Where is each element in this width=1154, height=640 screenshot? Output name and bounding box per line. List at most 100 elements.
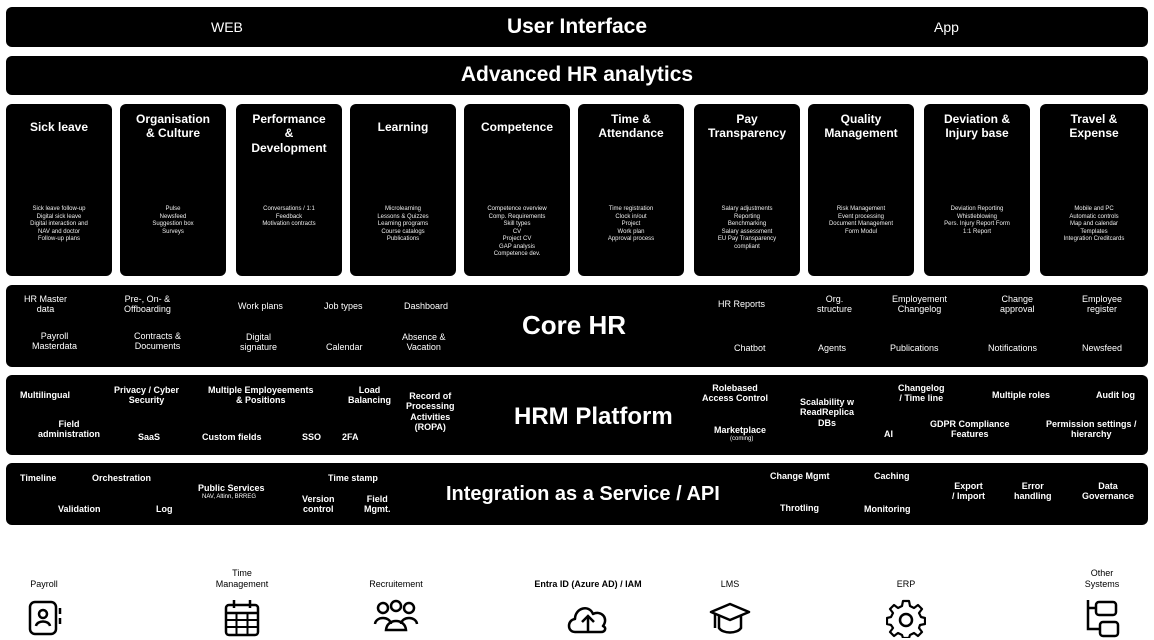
hrm-platform-bar: HRM Platform Multilingual Privacy / Cybe… [6, 375, 1148, 455]
integration-item: Throtling [780, 503, 819, 513]
module-desc: Salary adjustments Reporting Benchmarkin… [717, 206, 777, 250]
integration-item: Time stamp [328, 473, 378, 483]
platform-item: Scalability w ReadReplica DBs [800, 397, 855, 428]
system-label: Entra ID (Azure AD) / IAM [534, 579, 642, 590]
module-desc: Pulse Newsfeed Suggestion box Surveys [152, 206, 194, 235]
platform-item: GDPR Compliance Features [930, 419, 1010, 440]
module-desc: Deviation Reporting Whistleblowing Pers.… [944, 206, 1010, 235]
integration-item: Validation [58, 504, 101, 514]
core-item: Employee register [1082, 294, 1123, 315]
core-item: Pre-, On- & Offboarding [124, 294, 171, 315]
integration-item: Field Mgmt. [364, 494, 391, 515]
platform-item: Multilingual [20, 390, 70, 400]
module-title: Pay Transparency [707, 112, 787, 141]
module-desc: Conversations / 1:1 Feedback Motivation … [262, 206, 316, 227]
analytics-bar: Advanced HR analytics [6, 56, 1148, 95]
integration-item: Data Governance [1082, 481, 1135, 502]
core-hr-title: Core HR [522, 310, 627, 340]
analytics-title: Advanced HR analytics [460, 63, 694, 86]
platform-item-note: (coming) [730, 436, 754, 442]
integration-item-note: NAV, Altinn, BRREG [202, 494, 257, 500]
platform-item: Audit log [1096, 390, 1135, 400]
integration-title: Integration as a Service / API [446, 483, 720, 505]
module-title: Organisation & Culture [135, 112, 210, 141]
platform-item: Rolebased Access Control [702, 383, 769, 404]
integration-item: Export / Import [952, 481, 985, 502]
integration-bar: Integration as a Service / API Timeline … [6, 463, 1148, 525]
core-item: Chatbot [734, 343, 766, 353]
core-item: Agents [818, 343, 847, 353]
module-title: Deviation & Injury base [943, 112, 1010, 141]
cloud-upload-icon [567, 607, 607, 634]
core-hr-bar: Core HR HR Master data Pre-, On- & Offbo… [6, 285, 1148, 367]
platform-item: AI [884, 429, 893, 439]
core-item: Change approval [1000, 294, 1035, 315]
core-item: Employement Changelog [892, 294, 948, 315]
module-title: Time & Attendance [598, 112, 664, 141]
integration-item: Log [156, 504, 173, 514]
core-item: Payroll Masterdata [32, 331, 78, 352]
system-payroll: Payroll [0, 564, 104, 638]
system-erp: ERP [846, 564, 966, 638]
hrm-platform-title: HRM Platform [514, 403, 673, 430]
gear-icon [886, 599, 926, 638]
platform-item: Multiple Employeements & Positions [208, 385, 314, 406]
integration-item: Error handling [1014, 481, 1052, 502]
calendar-icon [224, 600, 260, 637]
module-title: Quality Management [824, 112, 898, 141]
core-item: HR Reports [718, 299, 766, 309]
core-item: Publications [890, 343, 939, 353]
system-label: Payroll [30, 579, 58, 590]
core-item: Digital signature [240, 332, 278, 353]
core-item: Dashboard [404, 301, 449, 311]
platform-item: Changelog / Time line [898, 383, 945, 404]
module-title: Performance & Development [251, 112, 327, 155]
system-label: ERP [896, 579, 916, 590]
core-item: Newsfeed [1082, 343, 1123, 353]
system-label: Other Systems [1084, 568, 1120, 590]
platform-item: SSO [302, 432, 322, 442]
integration-item: Orchestration [92, 473, 152, 483]
system-lms: LMS [670, 564, 790, 638]
platform-item: Record of Processing Activities (ROPA) [406, 391, 455, 433]
user-interface-bar: WEB User Interface App [6, 7, 1148, 47]
system-entra-id: Entra ID (Azure AD) / IAM [518, 564, 658, 638]
integration-item: Caching [874, 471, 910, 481]
platform-item: Field administration [38, 419, 101, 440]
module-title: Sick leave [29, 120, 89, 134]
payroll-icon [28, 600, 62, 636]
module-title: Learning [377, 120, 429, 134]
module-desc: Mobile and PC Automatic controls Map and… [1063, 206, 1125, 242]
platform-item: Custom fields [202, 432, 262, 442]
module-desc: Time registration Clock in/out Project W… [607, 206, 655, 242]
core-item: Org. structure [817, 294, 853, 315]
platform-item: Privacy / Cyber Security [114, 385, 180, 406]
system-label: Recruitement [369, 579, 423, 590]
core-item: Contracts & Documents [134, 331, 182, 352]
core-item: Notifications [988, 343, 1038, 353]
platform-item: Permission settings / hierarchy [1046, 419, 1137, 440]
core-item: HR Master data [24, 294, 68, 315]
hierarchy-icon [1086, 600, 1120, 638]
integration-item: Monitoring [864, 504, 911, 514]
module-desc: Sick leave follow-up Digital sick leave … [30, 206, 88, 242]
integration-item: Public Services [198, 483, 265, 493]
module-desc: Competence overview Comp. Requirements S… [487, 206, 547, 257]
system-label: Time Management [215, 568, 269, 590]
user-interface-title: User Interface [506, 15, 648, 38]
module-title: Travel & Expense [1069, 112, 1119, 141]
web-label: WEB [211, 19, 243, 35]
integration-item: Timeline [20, 473, 57, 483]
platform-item: Marketplace [714, 425, 767, 435]
core-item: Work plans [238, 301, 283, 311]
module-title: Competence [480, 120, 554, 134]
platform-item: Multiple roles [992, 390, 1051, 400]
